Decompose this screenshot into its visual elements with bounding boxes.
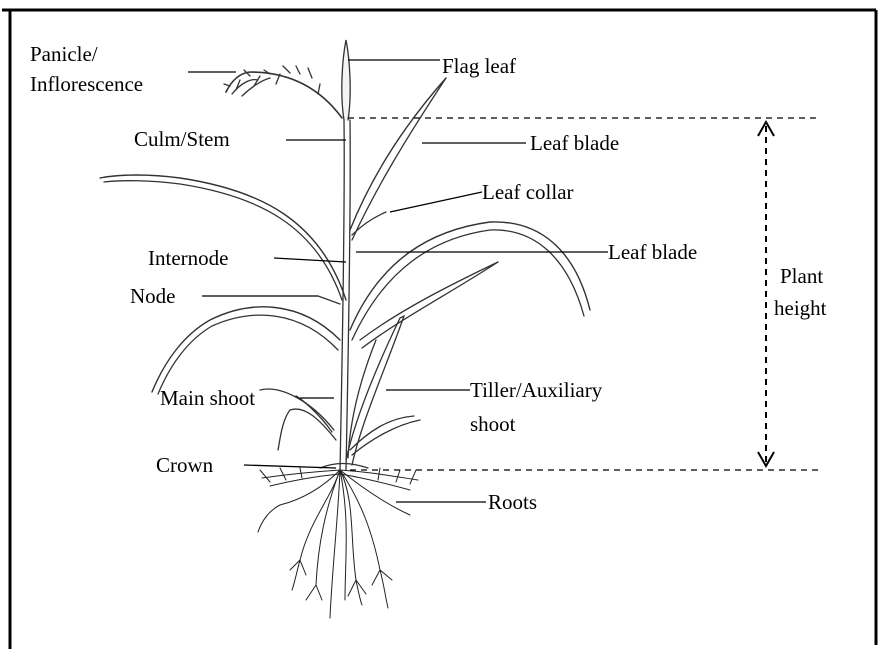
label-culm-stem: Culm/Stem: [134, 127, 230, 151]
label-tiller-shoot: shoot: [470, 412, 516, 436]
leader-leaf-collar: [390, 192, 482, 212]
label-leaf-blade-upper: Leaf blade: [530, 131, 619, 155]
leader-internode: [274, 258, 346, 262]
figure-frame: [2, 10, 876, 649]
label-tiller-auxiliary: Tiller/Auxiliary: [470, 378, 602, 402]
label-panicle: Panicle/: [30, 42, 98, 66]
label-height: height: [774, 296, 827, 320]
label-leaf-blade-lower: Leaf blade: [608, 240, 697, 264]
plant-height-indicator: [348, 118, 820, 470]
label-main-shoot: Main shoot: [160, 386, 255, 410]
label-crown: Crown: [156, 453, 213, 477]
label-flag-leaf: Flag leaf: [442, 54, 516, 78]
label-leaf-collar: Leaf collar: [482, 180, 574, 204]
label-internode: Internode: [148, 246, 228, 270]
label-node: Node: [130, 284, 176, 308]
label-plant: Plant: [780, 264, 823, 288]
label-roots: Roots: [488, 490, 537, 514]
label-inflorescence: Inflorescence: [30, 72, 143, 96]
leader-lines: [188, 60, 608, 502]
